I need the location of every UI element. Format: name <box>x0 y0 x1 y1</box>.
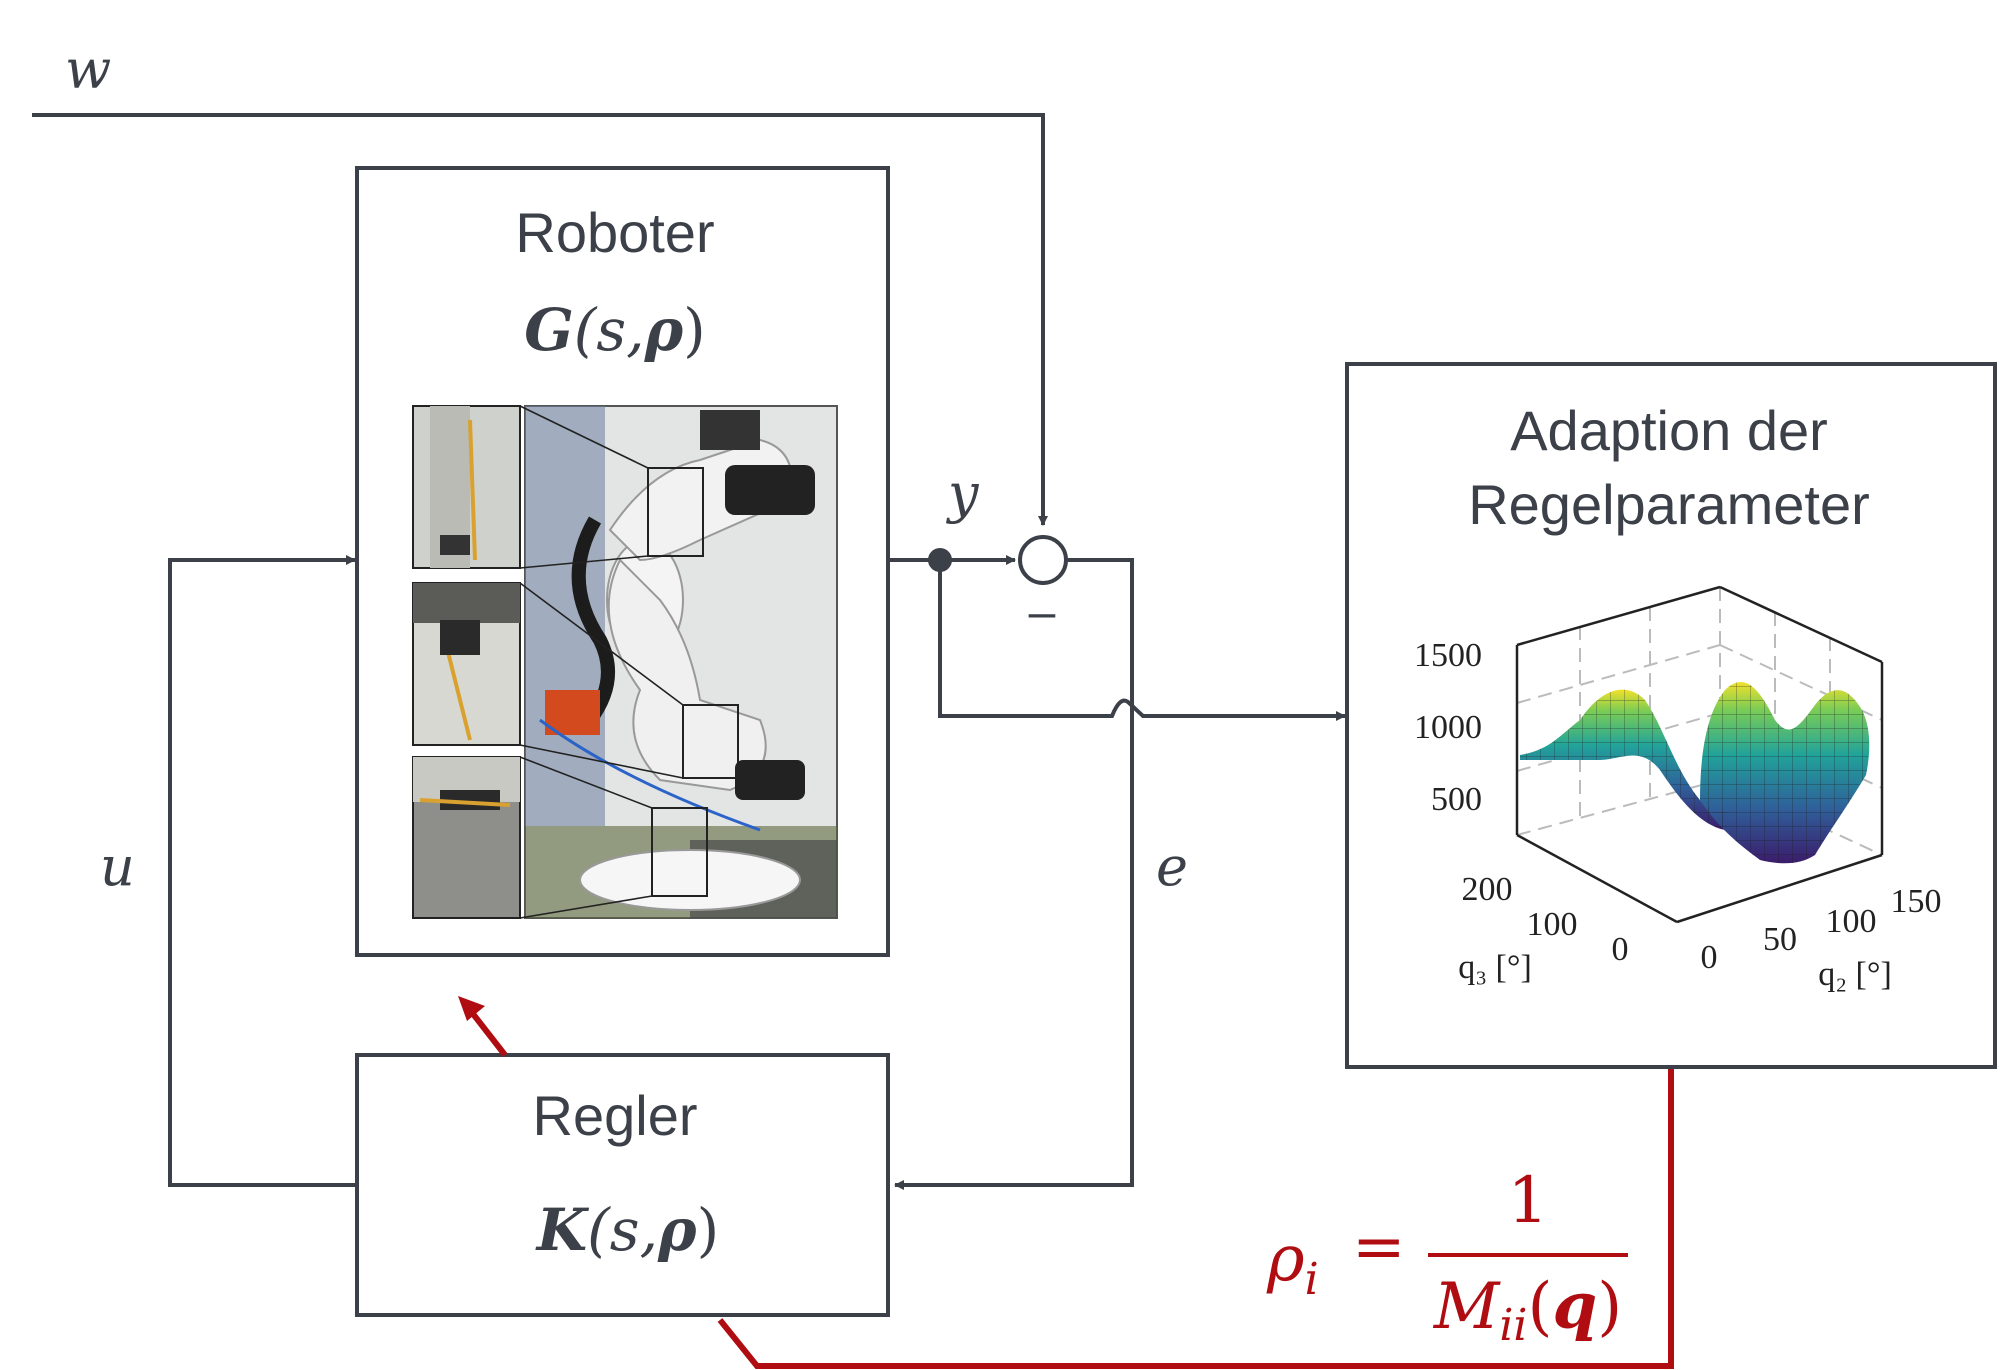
q3-tick-100: 100 <box>1527 906 1578 943</box>
adaptation-feedback-line <box>717 1069 1674 1369</box>
branch-to-adaption-line <box>938 560 1346 721</box>
minus-sign: – <box>1029 586 1056 639</box>
branch-node <box>928 548 952 572</box>
q3-axis-label: q₃ [°] <box>1458 949 1532 986</box>
z-tick-500: 500 <box>1431 781 1482 818</box>
control-signal-line <box>168 555 357 1187</box>
q2-tick-0: 0 <box>1701 939 1718 976</box>
adaption-block-frame <box>1345 362 1997 1069</box>
summing-junction <box>1018 535 1068 585</box>
signal-e-label: e <box>1156 835 1188 898</box>
robot-block-title: Roboter <box>515 201 714 264</box>
q3-tick-0: 0 <box>1612 931 1629 968</box>
signal-u-label: u <box>100 835 135 898</box>
z-tick-1500: 1500 <box>1414 637 1482 674</box>
formula-equals: = <box>1352 1210 1406 1284</box>
z-tick-1000: 1000 <box>1414 709 1482 746</box>
adaptation-arrow <box>458 996 508 1057</box>
robot-photo-inset-middle <box>412 582 521 746</box>
robot-transfer-function: G(s,ρ) <box>524 296 706 364</box>
robot-photo-inset-top <box>412 405 521 569</box>
robot-block: Roboter G(s,ρ) <box>355 166 890 957</box>
formula-numerator: 1 <box>1508 1164 1549 1238</box>
q2-tick-50: 50 <box>1763 921 1797 958</box>
q2-tick-100: 100 <box>1826 903 1877 940</box>
adaption-block: Adaption der Regelparameter <box>1345 362 1997 1069</box>
signal-w-label: w <box>65 38 111 101</box>
controller-block-title: Regler <box>533 1084 698 1147</box>
error-line <box>894 558 1134 1190</box>
q2-tick-150: 150 <box>1891 883 1942 920</box>
signal-y-label: y <box>946 462 980 525</box>
controller-block: Regler K(s,ρ) <box>355 1053 890 1317</box>
controller-transfer-function: K(s,ρ) <box>535 1196 719 1264</box>
adaption-title-line1: Adaption der <box>1510 399 1828 462</box>
q2-axis-label: q₂ [°] <box>1818 956 1892 993</box>
controller-block-frame <box>355 1053 890 1317</box>
q3-tick-200: 200 <box>1462 871 1513 908</box>
signal-lines <box>32 113 1346 1190</box>
adaption-title-line2: Regelparameter <box>1468 473 1870 536</box>
surface-plot: 1500 1000 500 200 100 0 0 50 100 150 q₃ … <box>1414 585 1942 993</box>
robot-photo-inset-bottom <box>412 756 521 919</box>
surface-mesh <box>1520 681 1870 864</box>
formula-lhs: ρi <box>1266 1222 1319 1305</box>
formula-denominator: Mii(q) <box>1433 1269 1622 1351</box>
adaptation-formula: ρi = 1 Mii(q) <box>1266 1164 1628 1351</box>
robot-photo <box>412 405 838 919</box>
reference-line <box>32 113 1048 526</box>
